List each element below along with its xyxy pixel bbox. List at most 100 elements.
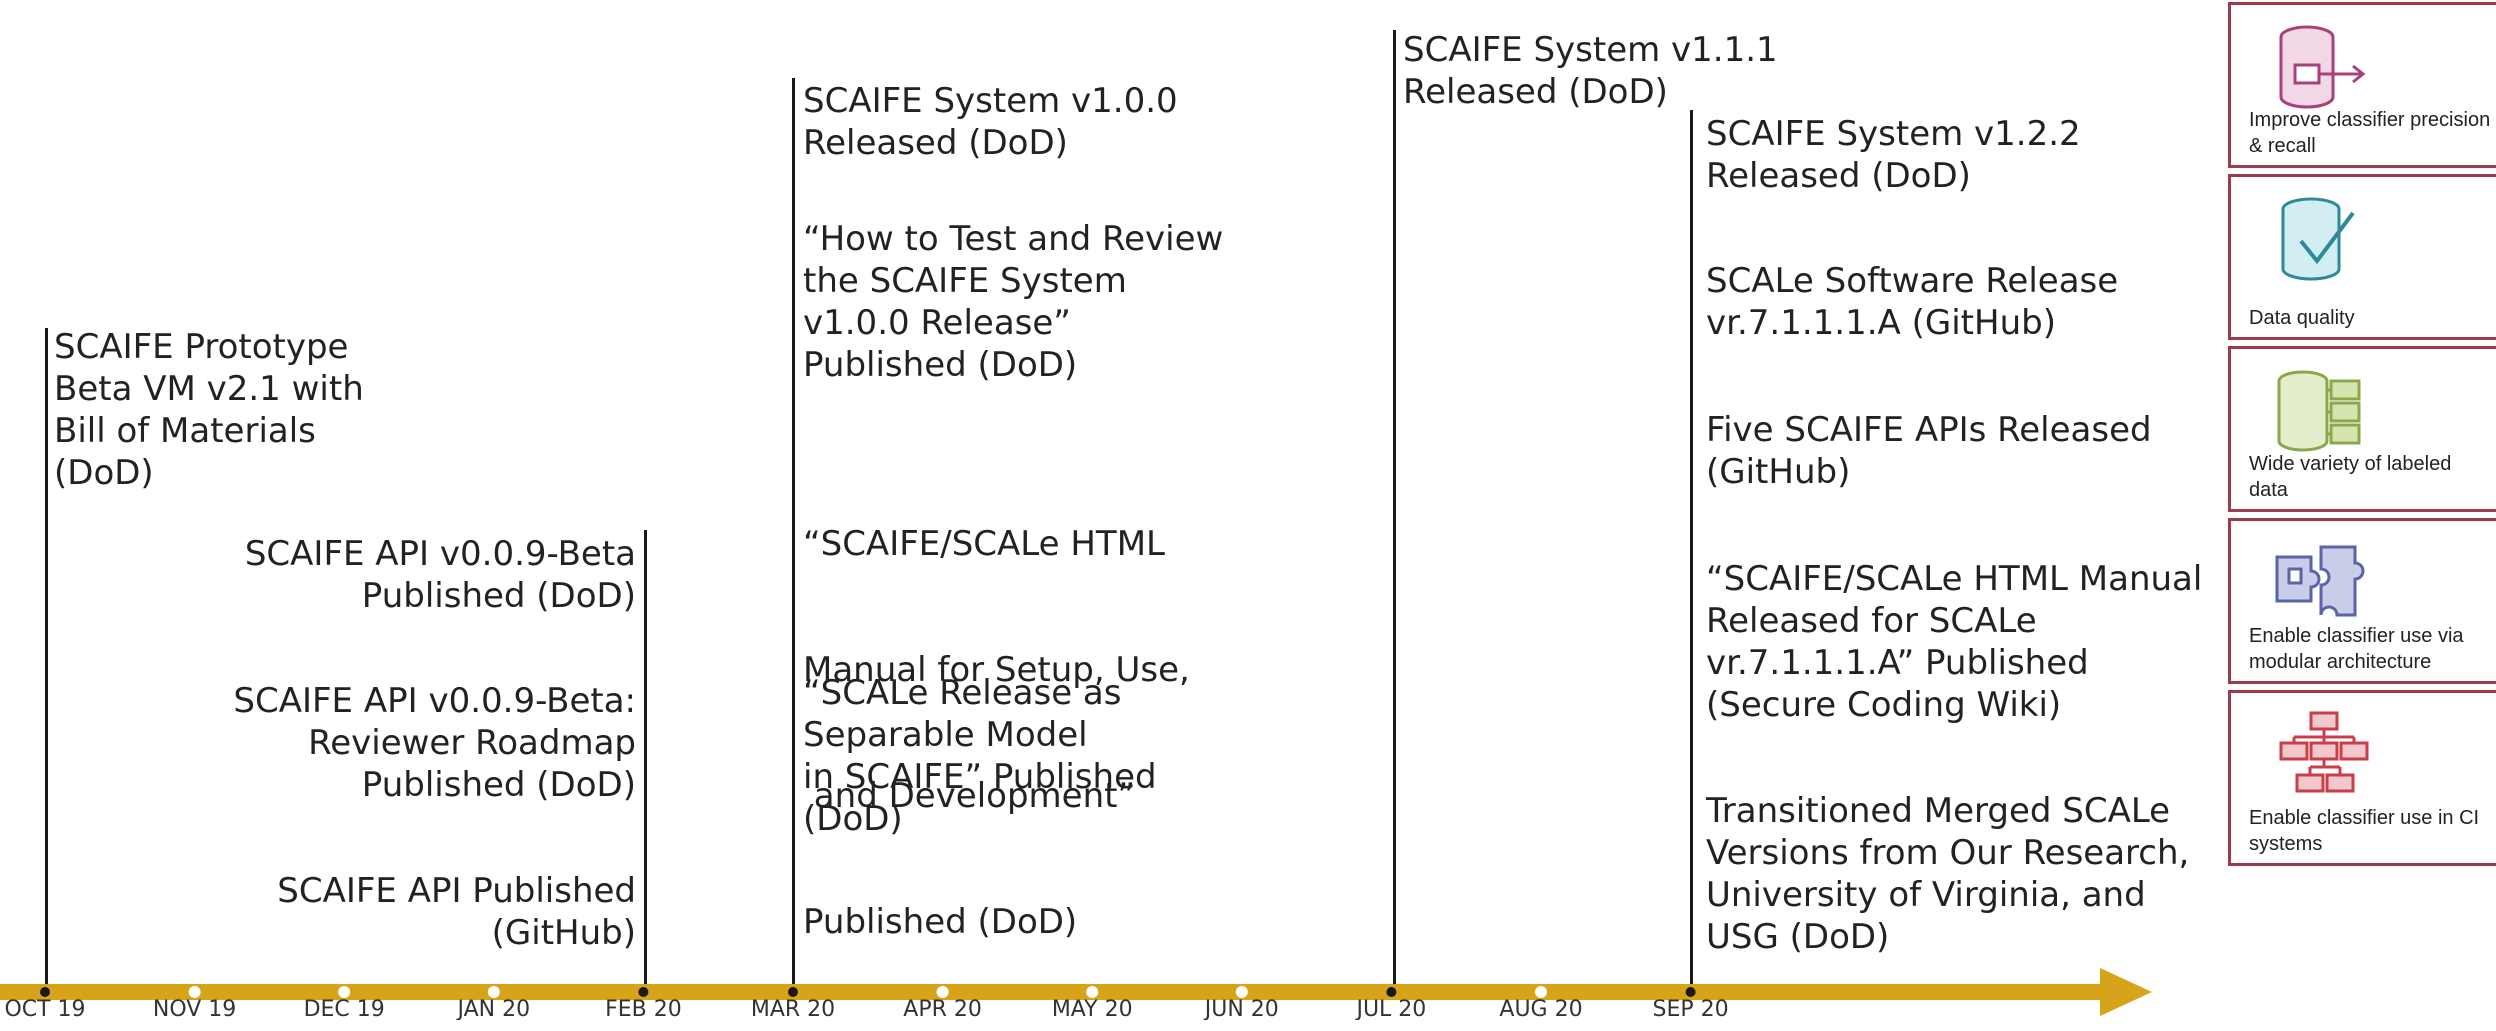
- timeline-arrowhead: [2100, 968, 2152, 1016]
- event-line: SCAIFE Prototype: [54, 327, 349, 367]
- event-line: Five SCAIFE APIs Released: [1706, 410, 2152, 450]
- event-line: (GitHub): [1706, 452, 1851, 492]
- event-feb20-api-beta: SCAIFE API v0.0.9-Beta Published (DoD): [245, 533, 636, 617]
- month-label: FEB 20: [605, 997, 682, 1020]
- database-export-icon: [2279, 25, 2366, 109]
- event-line: Published (DoD): [803, 345, 1078, 385]
- event-line: (DoD): [803, 799, 903, 839]
- month-dot: [487, 986, 500, 998]
- month-label: JUL 20: [1354, 997, 1426, 1020]
- event-line: SCAIFE System v1.0.0: [803, 81, 1178, 121]
- month-label: JUN 20: [1203, 997, 1279, 1020]
- database-table-icon: [2277, 370, 2361, 452]
- event-oct19-prototype: SCAIFE Prototype Beta VM v2.1 with Bill …: [54, 326, 364, 494]
- milestone-line-oct19: [45, 328, 48, 986]
- event-line: SCAIFE API Published: [277, 871, 636, 911]
- event-line: University of Virginia, and: [1706, 875, 2146, 915]
- month-label: AUG 20: [1499, 997, 1582, 1020]
- event-line: the SCAIFE System: [803, 261, 1127, 301]
- milestone-dot: [1685, 987, 1696, 997]
- legend-label: Data quality: [2249, 307, 2355, 329]
- milestone-line-mar20: [792, 78, 795, 986]
- event-line: (DoD): [54, 453, 154, 493]
- milestone-line-jul20: [1393, 30, 1396, 986]
- event-line: vr.7.1.1.1.A” Published: [1706, 643, 2089, 683]
- event-line: Bill of Materials: [54, 411, 316, 451]
- event-line: SCAIFE API v0.0.9-Beta: [244, 534, 636, 574]
- event-line: Reviewer Roadmap: [308, 723, 636, 763]
- timeline-arrow: OCT 19 NOV 19 DEC 19 JAN 20 FEB 20 MAR 20 APR …: [0, 968, 2152, 1020]
- event-line: Released (DoD): [803, 123, 1068, 163]
- event-sep20-scale-software: SCALe Software Release vr.7.1.1.1.A (Git…: [1706, 260, 2118, 344]
- event-sep20-html-manual-wiki: “SCAIFE/SCALe HTML Manual Released for S…: [1706, 558, 2202, 726]
- legend-label: Wide variety of labeled data: [2249, 453, 2452, 501]
- event-line: Transitioned Merged SCALe: [1706, 791, 2171, 831]
- legend-data-quality: Data quality: [2228, 174, 2496, 340]
- event-line: (Secure Coding Wiki): [1706, 685, 2062, 725]
- event-line: vr.7.1.1.1.A (GitHub): [1706, 303, 2056, 343]
- event-line: SCAIFE API v0.0.9-Beta:: [233, 681, 636, 721]
- legend-label: Improve classifier precision & recall: [2249, 109, 2491, 157]
- legend-ci-systems: Enable classifier use in CI systems: [2228, 690, 2496, 866]
- month-label: OCT 19: [4, 997, 85, 1020]
- event-sep20-transitioned-scale: Transitioned Merged SCALe Versions from …: [1706, 790, 2189, 958]
- event-line: and Development”: [803, 776, 1136, 816]
- event-mar20-html-manual: “SCAIFE/SCALe HTML Manual for Setup, Use…: [803, 439, 1190, 985]
- event-line: v1.0.0 Release”: [803, 303, 1071, 343]
- milestone-dot: [788, 987, 798, 997]
- month-label: MAR 20: [751, 997, 835, 1020]
- month-dot: [1086, 986, 1099, 998]
- month-label: APR 20: [903, 997, 982, 1020]
- milestone-line-sep20: [1690, 110, 1693, 986]
- legend-label: Enable classifier use via modular archit…: [2249, 625, 2464, 673]
- event-line: Released (DoD): [1706, 156, 1971, 196]
- month-label: MAY 20: [1052, 997, 1133, 1020]
- month-label: SEP 20: [1653, 997, 1729, 1020]
- puzzle-pieces-icon: [2275, 545, 2365, 617]
- hierarchy-network-icon: [2279, 711, 2369, 793]
- month-label: NOV 19: [153, 997, 236, 1020]
- event-line: “SCAIFE/SCALe HTML Manual: [1706, 559, 2203, 599]
- event-line: Separable Model: [803, 715, 1088, 755]
- event-line: Published (DoD): [361, 576, 636, 616]
- month-dot: [936, 986, 949, 998]
- event-line: in SCAIFE” Published: [803, 757, 1157, 797]
- event-line: Manual for Setup, Use,: [803, 650, 1190, 690]
- month-dot: [1235, 986, 1248, 998]
- database-check-icon: [2281, 197, 2355, 281]
- timeline-bar: [0, 984, 2110, 1000]
- month-dot: [188, 986, 201, 998]
- month-label: JAN 20: [455, 997, 530, 1020]
- milestone-line-feb20: [644, 530, 647, 986]
- event-line: Released (DoD): [1403, 72, 1668, 112]
- event-sep20-five-apis: Five SCAIFE APIs Released (GitHub): [1706, 409, 2152, 493]
- event-mar20-how-to-test: “How to Test and Review the SCAIFE Syste…: [803, 218, 1223, 386]
- month-label: DEC 19: [304, 997, 385, 1020]
- event-mar20-system-v100: SCAIFE System v1.0.0 Released (DoD): [803, 80, 1178, 164]
- event-sep20-system-v122: SCAIFE System v1.2.2 Released (DoD): [1706, 113, 2081, 197]
- legend-modular-architecture: Enable classifier use via modular archit…: [2228, 518, 2496, 684]
- milestone-dot: [638, 987, 649, 997]
- event-line: SCALe Software Release: [1706, 261, 2119, 301]
- milestone-dot: [1386, 987, 1397, 997]
- month-dot: [1535, 986, 1547, 998]
- event-jul20-system-v111: SCAIFE System v1.1.1 Released (DoD): [1403, 29, 1778, 113]
- event-line: SCAIFE System v1.1.1: [1403, 30, 1778, 70]
- event-line: (GitHub): [491, 913, 636, 953]
- event-line: “SCALe Release as: [803, 673, 1122, 713]
- legend-label: Enable classifier use in CI systems: [2249, 807, 2480, 855]
- event-feb20-api-github: SCAIFE API Published (GitHub): [277, 870, 636, 954]
- legend-precision-recall: Improve classifier precision & recall: [2228, 2, 2496, 168]
- event-feb20-reviewer-roadmap: SCAIFE API v0.0.9-Beta: Reviewer Roadmap…: [233, 680, 636, 806]
- event-mar20-scale-release: “SCALe Release as Separable Model in SCA…: [803, 672, 1157, 840]
- event-line: USG (DoD): [1706, 917, 1890, 957]
- event-line: Versions from Our Research,: [1706, 833, 2190, 873]
- event-line: Published (DoD): [803, 902, 1078, 942]
- event-line: “How to Test and Review: [803, 219, 1224, 259]
- event-line: “SCAIFE/SCALe HTML: [803, 524, 1165, 564]
- event-line: Beta VM v2.1 with: [54, 369, 364, 409]
- milestone-dot: [40, 987, 50, 997]
- event-line: SCAIFE System v1.2.2: [1706, 114, 2081, 154]
- event-line: Published (DoD): [361, 765, 636, 805]
- month-dot: [338, 986, 351, 998]
